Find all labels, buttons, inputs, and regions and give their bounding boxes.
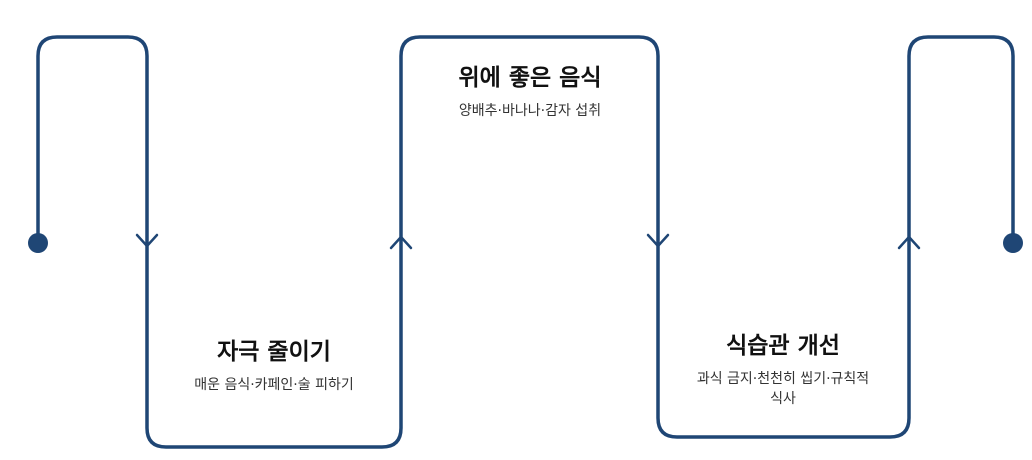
step-3-desc: 과식 금지·천천히 씹기·규칙적 식사 <box>696 371 870 407</box>
step-2-title: 위에 좋은 음식 <box>458 65 602 91</box>
flow-line <box>36 35 1015 449</box>
chevron-down-icon <box>135 233 159 248</box>
start-dot <box>28 233 48 253</box>
step-2: 위에 좋은 음식 양배추·바나나·감자 섭취 <box>434 63 626 121</box>
chevron-up-icon <box>389 235 413 250</box>
step-1-title: 자극 줄이기 <box>217 339 331 365</box>
step-2-desc: 양배추·바나나·감자 섭취 <box>458 103 602 119</box>
step-3-title: 식습관 개선 <box>726 333 840 359</box>
step-1: 자극 줄이기 매운 음식·카페인·술 피하기 <box>180 337 368 395</box>
step-3: 식습관 개선 과식 금지·천천히 씹기·규칙적 식사 <box>690 331 876 409</box>
step-1-desc: 매운 음식·카페인·술 피하기 <box>194 377 354 393</box>
chevron-down-icon <box>646 233 670 248</box>
end-dot <box>1003 233 1023 253</box>
chevron-up-icon <box>897 235 921 250</box>
